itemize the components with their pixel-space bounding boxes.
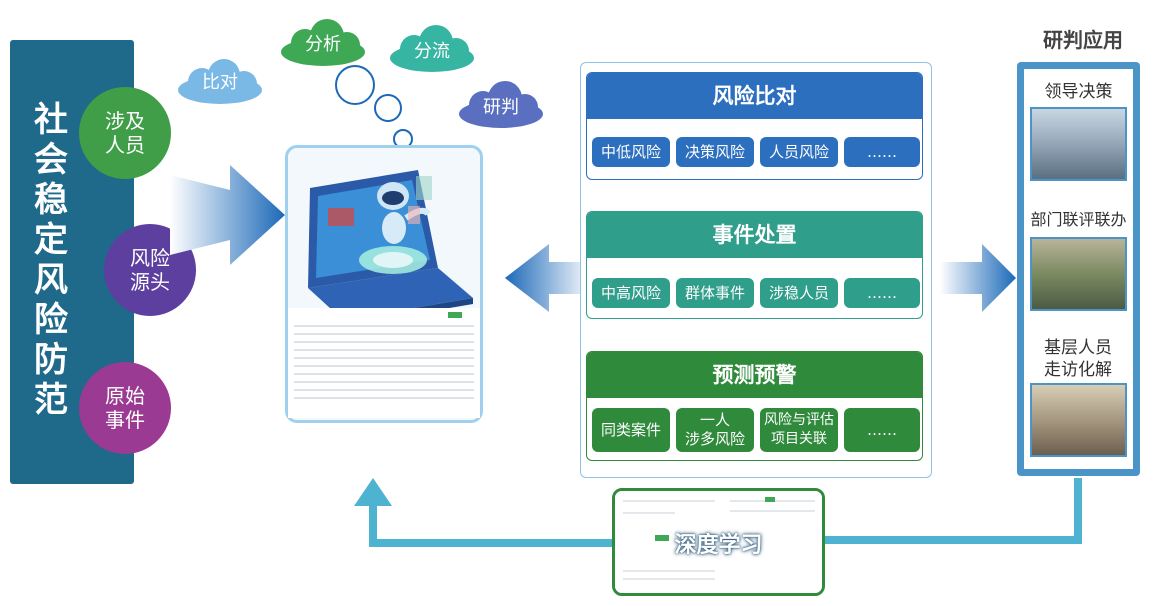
conference-photo-icon	[1030, 237, 1127, 311]
cloud-label: 研判	[483, 97, 519, 118]
tag-item: ……	[844, 408, 920, 452]
tag-item: 人员风险	[760, 137, 838, 167]
tag-item: 群体事件	[676, 278, 754, 308]
tag-item: 中高风险	[592, 278, 670, 308]
flow-arrow-left	[505, 244, 593, 312]
tag-item: 风险与评估 项目关联	[760, 408, 838, 452]
section-title: 事件处置	[587, 212, 922, 258]
cloud-label: 比对	[202, 72, 238, 93]
left-banner-title: 社会稳定风险防范	[34, 100, 68, 420]
app-label-joint-review: 部门联评联办	[1030, 210, 1127, 229]
tag-item: 同类案件	[592, 408, 670, 452]
application-column: 领导决策 部门联评联办 基层人员走访化解	[1017, 62, 1140, 476]
cloud-judge-icon	[459, 81, 543, 128]
circle-label: 原始事件	[105, 384, 145, 432]
tag-item: 中低风险	[592, 137, 670, 167]
ai-laptop-panel	[285, 145, 483, 423]
circle-label: 风险源头	[130, 246, 170, 294]
app-label-leader-decision: 领导决策	[1044, 82, 1113, 102]
application-title: 研判应用	[1043, 28, 1123, 52]
visit-photo-icon	[1030, 383, 1127, 457]
cloud-label: 分流	[414, 41, 450, 62]
section-title: 风险比对	[587, 73, 922, 119]
cloud-compare-icon	[178, 59, 262, 104]
section-prediction-warning: 预测预警 同类案件 一人 涉多风险 风险与评估 项目关联 ……	[586, 351, 923, 461]
deep-learning-box: 深度学习	[612, 488, 825, 596]
deep-learning-label: 深度学习	[674, 533, 763, 558]
flow-arrow-right-2	[940, 244, 1016, 312]
flow-arrow-right	[170, 165, 285, 265]
circle-involved-persons: 涉及人员	[79, 87, 171, 179]
cloud-divert-icon	[390, 25, 474, 72]
ai-robot-laptop-icon	[288, 170, 480, 418]
tag-item: 涉稳人员	[760, 278, 838, 308]
tag-item: 一人 涉多风险	[676, 408, 754, 452]
meeting-photo-icon	[1030, 107, 1127, 181]
section-event-handling: 事件处置 中高风险 群体事件 涉稳人员 ……	[586, 211, 923, 319]
deep-learning-screenshot-icon	[615, 491, 822, 593]
cloud-label: 分析	[305, 34, 341, 55]
tag-item: 决策风险	[676, 137, 754, 167]
section-title: 预测预警	[587, 352, 922, 398]
thought-bubbles-icon	[335, 65, 413, 149]
section-risk-compare: 风险比对 中低风险 决策风险 人员风险 ……	[586, 72, 923, 180]
tag-item: ……	[844, 137, 920, 167]
cloud-analyze-icon	[281, 19, 365, 66]
circle-label: 涉及人员	[105, 109, 145, 157]
app-label-grassroots-visit: 基层人员走访化解	[1044, 338, 1112, 380]
circle-original-event: 原始事件	[79, 362, 171, 454]
feedback-loop-arrow	[354, 478, 1082, 547]
risk-panel: 风险比对 中低风险 决策风险 人员风险 …… 事件处置 中高风险 群体事件 涉稳…	[580, 62, 932, 478]
tag-item: ……	[844, 278, 920, 308]
